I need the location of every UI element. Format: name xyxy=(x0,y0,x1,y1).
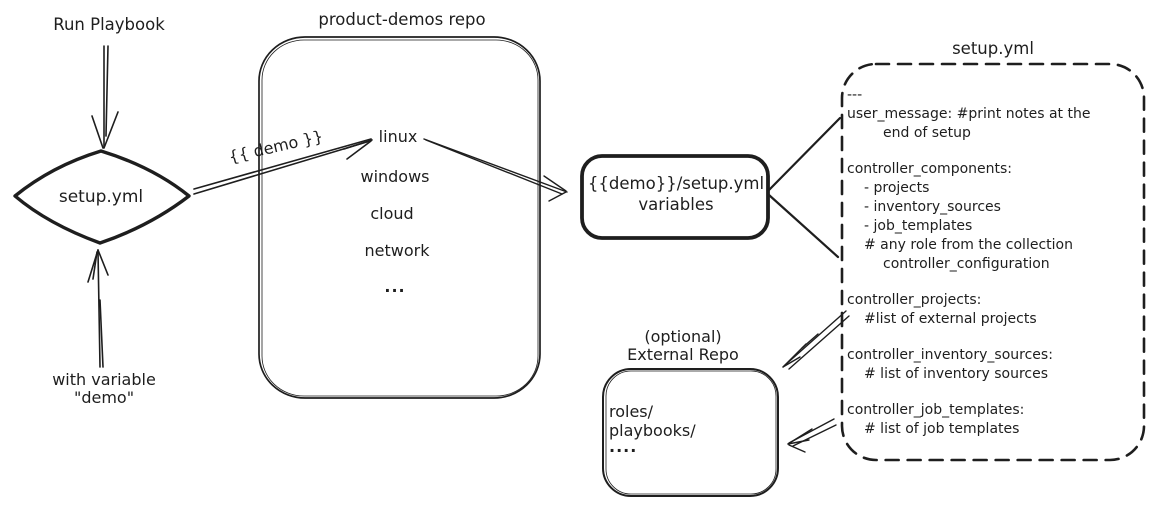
variables-box-label-line1: {{demo}}/setup.yml xyxy=(587,174,765,193)
repo-item-network: network xyxy=(364,241,430,260)
linux-to-variables-arrow xyxy=(423,138,568,202)
run-playbook-arrow xyxy=(91,45,119,149)
yaml-line-doc-start: --- xyxy=(847,87,863,103)
external-repo-item-ellipsis: .... xyxy=(609,437,638,456)
yaml-line-external-projects-comment: #list of external projects xyxy=(864,311,1037,327)
yaml-line-user-message: user_message: #print notes at the xyxy=(847,106,1091,122)
demo-arrow xyxy=(193,138,373,195)
yaml-line-user-message-cont: end of setup xyxy=(883,125,971,141)
setup-yml-diamond-label: setup.yml xyxy=(58,187,144,207)
with-variable-arrow xyxy=(87,249,109,368)
yaml-line-controller-job-templates: controller_job_templates: xyxy=(847,402,1025,418)
variables-box-label-line2: variables xyxy=(638,195,714,214)
with-variable-label-line1: with variable xyxy=(52,370,156,389)
yaml-line-job-templates-comment: # list of job templates xyxy=(864,421,1020,437)
setup-yml-diamond-shape xyxy=(13,149,191,245)
external-repo-title-line1: (optional) xyxy=(644,327,722,346)
yaml-line-any-role-comment: # any role from the collection xyxy=(864,237,1073,253)
setup-to-external-arrow-bottom xyxy=(787,418,837,453)
yaml-line-controller-inventory-sources: controller_inventory_sources: xyxy=(847,347,1053,363)
variables-box-shape xyxy=(580,154,770,240)
product-demos-repo-title: product-demos repo xyxy=(318,10,486,29)
yaml-line-job-templates: - job_templates xyxy=(864,218,973,234)
setup-yml-box-title: setup.yml xyxy=(952,39,1034,58)
with-variable-label-line2: "demo" xyxy=(73,388,135,407)
repo-item-linux: linux xyxy=(378,127,418,146)
yaml-line-controller-projects: controller_projects: xyxy=(847,292,982,308)
setup-yml-content: --- user_message: #print notes at the en… xyxy=(847,86,1139,439)
yaml-line-projects: - projects xyxy=(864,180,930,196)
yaml-line-inventory-sources-comment: # list of inventory sources xyxy=(864,366,1049,382)
repo-item-ellipsis: ... xyxy=(384,277,406,296)
product-demos-repo-box xyxy=(258,36,541,399)
external-repo-box xyxy=(602,368,779,497)
run-playbook-label: Run Playbook xyxy=(53,15,165,34)
yaml-line-controller-components: controller_components: xyxy=(847,161,1012,177)
variables-to-setup-lines xyxy=(767,116,842,259)
repo-item-cloud: cloud xyxy=(370,204,414,223)
setup-yml-dashed-box xyxy=(840,62,1146,462)
external-repo-title-line2: External Repo xyxy=(627,345,739,364)
external-repo-item-playbooks: playbooks/ xyxy=(609,421,696,440)
yaml-line-inventory-sources: - inventory_sources xyxy=(864,199,1001,215)
repo-item-windows: windows xyxy=(360,167,430,186)
yaml-line-controller-configuration: controller_configuration xyxy=(883,256,1050,272)
external-repo-item-roles: roles/ xyxy=(609,402,654,421)
setup-to-external-arrow-top xyxy=(782,310,850,370)
